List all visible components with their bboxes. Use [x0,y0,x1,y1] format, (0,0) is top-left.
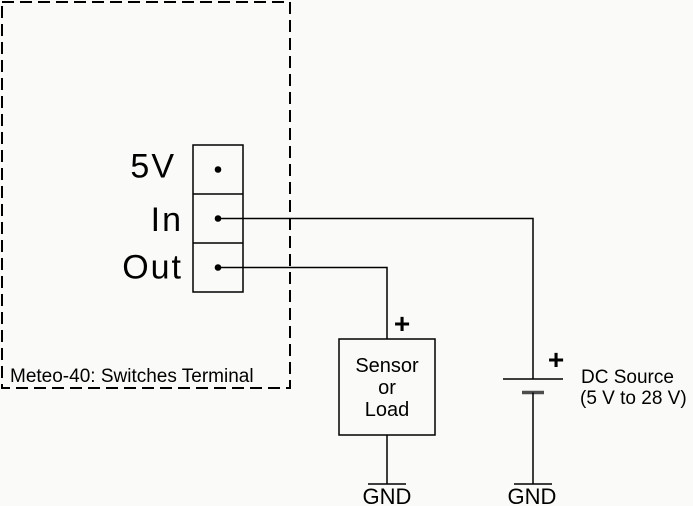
meteo-dashed-border [1,1,291,389]
wire-in-to-dc-source [218,217,534,379]
sensor-box-line3: Load [365,399,410,421]
pin-label-5v: 5V [130,148,176,186]
wire-out-to-sensor [218,266,388,339]
pin-label-in: In [151,201,183,239]
meteo-box-label: Meteo-40: Switches Terminal [10,366,254,387]
meteo-terminal-enclosure: Meteo-40: Switches Terminal [1,1,291,389]
dc-source-polarity-plus: + [548,344,564,375]
dc-source-range-label: (5 V to 28 V) [580,388,687,409]
sensor-polarity-plus: + [394,308,410,339]
switches-terminal-block: 5V In Out [122,144,244,293]
pin-dot-5v [214,166,222,173]
battery-ground-label: GND [508,484,557,506]
sensor-ground-label: GND [363,484,412,506]
dc-source-branch: + GND DC Source (5 V to 28 V) [503,344,687,506]
sensor-box-line1: Sensor [355,355,419,377]
sensor-box-line2: or [378,377,396,399]
sensor-load-branch: + Sensor or Load GND [338,308,436,506]
pin-label-out: Out [122,249,183,287]
dc-source-name-label: DC Source [581,367,674,388]
